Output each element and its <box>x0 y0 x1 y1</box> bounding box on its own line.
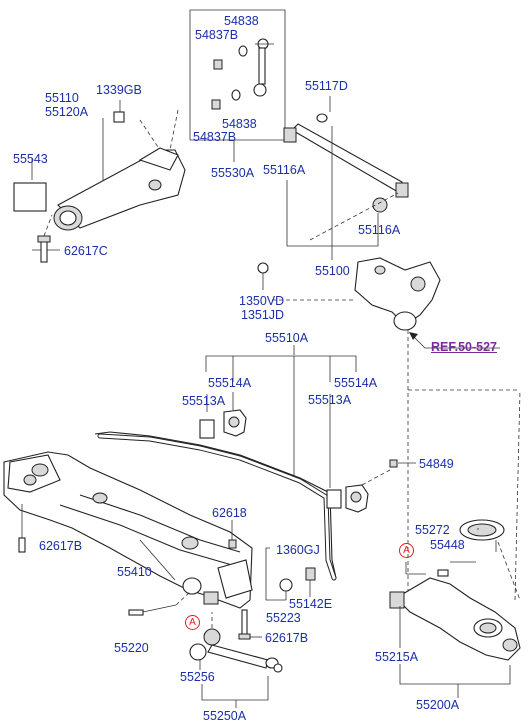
label-54837b-bottom: 54837B <box>193 130 237 144</box>
toe-link-part <box>189 612 283 708</box>
lower-arm-part <box>389 389 521 698</box>
label-1351jd: 1351JD <box>241 308 285 322</box>
bushing-part <box>13 182 47 212</box>
bar-bushings-part <box>199 409 416 513</box>
label-55200a: 55200A <box>416 698 460 712</box>
label-55223: 55223 <box>266 611 301 625</box>
label-55120a: 55120A <box>45 105 89 119</box>
reference-link-50-527[interactable]: REF.50-527 <box>431 340 498 354</box>
label-54837b-top: 54837B <box>195 28 239 42</box>
label-62617b-bottom: 62617B <box>265 631 309 645</box>
label-55250a: 55250A <box>203 709 247 723</box>
knuckle-part <box>272 257 441 600</box>
stabilizer-link-part <box>211 38 274 110</box>
label-55513a-left: 55513A <box>182 394 226 408</box>
label-55514a-right: 55514A <box>334 376 378 390</box>
lateral-arm-part <box>283 96 409 260</box>
label-55514a-left: 55514A <box>208 376 252 390</box>
label-1350vd: 1350VD <box>239 294 285 308</box>
label-55410: 55410 <box>117 565 152 579</box>
label-55256: 55256 <box>180 670 215 684</box>
label-55448: 55448 <box>430 538 465 552</box>
label-55543: 55543 <box>13 152 48 166</box>
label-62617c: 62617C <box>64 244 108 258</box>
label-55220: 55220 <box>114 641 149 655</box>
label-1360gj: 1360GJ <box>276 543 320 557</box>
connection-marker-a-lower-arm: A <box>399 543 414 558</box>
clip-62618-part <box>228 520 237 549</box>
label-62618: 62618 <box>212 506 247 520</box>
label-55510a: 55510A <box>265 331 309 345</box>
stabilizer-bar-part <box>94 431 337 581</box>
label-54838-bottom: 54838 <box>222 117 257 131</box>
label-55110: 55110 <box>45 91 79 105</box>
label-55142e: 55142E <box>289 597 333 611</box>
trailing-arm-part <box>53 111 186 231</box>
ref-arrow <box>409 332 500 349</box>
label-55215a: 55215A <box>375 650 419 664</box>
label-55513a-right: 55513A <box>308 393 352 407</box>
label-54838-top: 54838 <box>224 14 259 28</box>
label-54849: 54849 <box>419 457 454 471</box>
washer-part <box>257 262 269 290</box>
label-55530a: 55530A <box>211 166 255 180</box>
label-55116a-left: 55116A <box>263 163 306 177</box>
label-55116a-right: 55116A <box>358 223 401 237</box>
connection-marker-a-crossmember: A <box>185 615 200 630</box>
label-55117d: 55117D <box>305 79 348 93</box>
link-bracket-box <box>189 9 286 162</box>
label-62617b-left: 62617B <box>39 539 83 553</box>
label-55272: 55272 <box>415 523 450 537</box>
label-55100: 55100 <box>315 264 350 278</box>
bolt-62617c-part <box>37 214 53 263</box>
small-hardware-part <box>265 547 316 601</box>
crossmember-part <box>3 451 253 609</box>
label-1339gb: 1339GB <box>96 83 142 97</box>
crossmember-bolts-part <box>128 591 262 640</box>
